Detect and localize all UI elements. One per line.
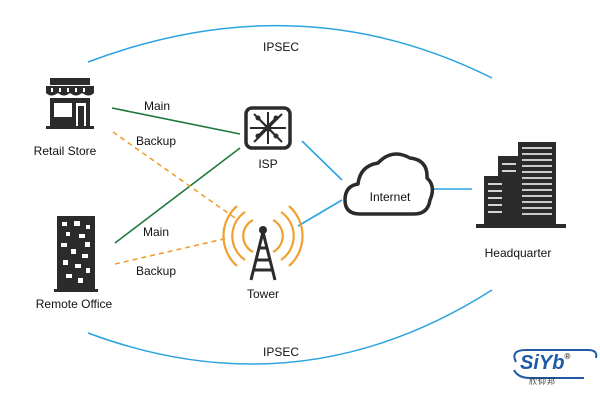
backup-link-label-retail: Backup xyxy=(136,134,177,148)
store-icon xyxy=(46,78,94,129)
logo-wordmark: SiYb® xyxy=(520,352,570,375)
siyb-logo xyxy=(513,349,598,379)
remote-office-label: Remote Office xyxy=(35,297,113,311)
backup-link-retail-tower xyxy=(112,131,236,219)
backup-link-remote-tower xyxy=(114,237,229,265)
logo-registered-mark: ® xyxy=(564,352,571,361)
ipsec-arc-top xyxy=(87,24,493,79)
main-link-label-retail: Main xyxy=(144,99,171,113)
ipsec-arc-bottom xyxy=(87,289,493,365)
internet-label: Internet xyxy=(369,190,411,204)
cloud-icon xyxy=(343,152,435,216)
tower-label: Tower xyxy=(246,287,280,301)
isp-label: ISP xyxy=(258,157,278,171)
backup-link-label-remote: Backup xyxy=(136,264,177,278)
headquarters-buildings-icon xyxy=(476,142,566,228)
ipsec-label-top: IPSEC xyxy=(263,40,300,54)
ipsec-label-bottom: IPSEC xyxy=(263,345,300,359)
main-link-retail-isp xyxy=(111,107,241,135)
link-isp-internet xyxy=(301,140,343,181)
isp-network-icon xyxy=(244,106,292,150)
main-link-remote-isp xyxy=(114,147,241,244)
headquarter-label: Headquarter xyxy=(484,246,552,260)
main-link-label-remote: Main xyxy=(143,225,170,239)
logo-brand-text: SiYb xyxy=(520,352,565,374)
logo-chinese-text: 欣仰邦 xyxy=(529,377,556,386)
retail-store-label: Retail Store xyxy=(33,144,97,158)
office-building-icon xyxy=(54,216,98,292)
radio-tower-icon xyxy=(222,205,304,281)
link-tower-internet xyxy=(297,199,343,227)
